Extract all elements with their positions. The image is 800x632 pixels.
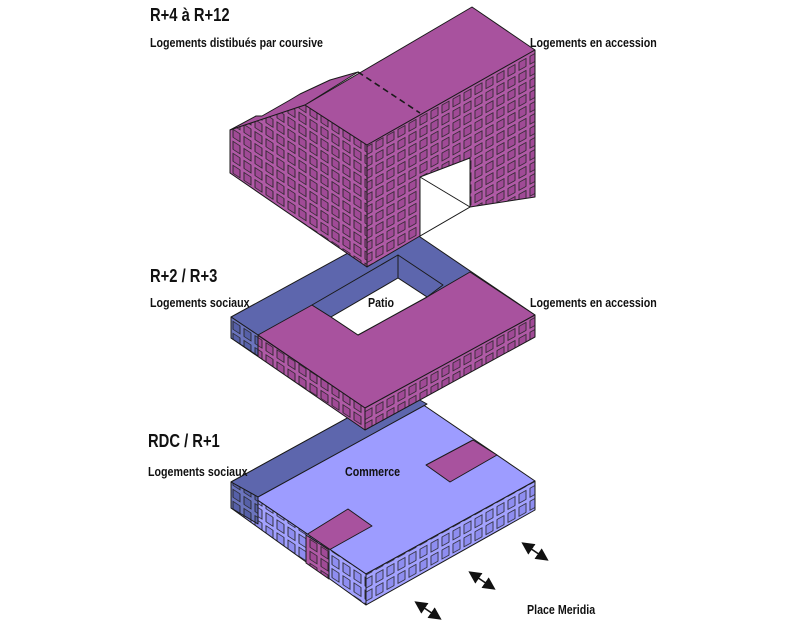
ground-left-face-magenta xyxy=(305,534,330,580)
ground-left-label: Logements sociaux xyxy=(148,464,248,479)
middle-right-face xyxy=(364,314,536,431)
ground-right-face xyxy=(365,480,536,606)
upper-left-label: Logements distibués par coursive xyxy=(150,35,323,50)
upper-right-label: Logements en accession xyxy=(530,35,657,50)
middle-left-face-social xyxy=(230,316,259,357)
upper-level-tower xyxy=(229,6,536,268)
ground-magenta-patch-back xyxy=(425,439,498,483)
middle-level-block xyxy=(230,223,536,431)
ground-level-block xyxy=(230,388,536,606)
commerce-label: Commerce xyxy=(345,464,401,479)
tower-stepped-roof xyxy=(229,71,359,131)
place-meridia-label: Place Meridia xyxy=(527,602,596,617)
tower-opening-edge xyxy=(419,176,471,208)
middle-level-title: R+2 / R+3 xyxy=(150,266,218,286)
middle-left-label: Logements sociaux xyxy=(150,295,250,310)
double-arrow-icon xyxy=(414,601,442,620)
middle-right-label: Logements en accession xyxy=(530,295,657,310)
ground-level-title: RDC / R+1 xyxy=(148,431,220,451)
patio-label: Patio xyxy=(368,295,395,310)
tower-dashed-line xyxy=(357,71,421,114)
access-arrows xyxy=(414,542,549,620)
upper-level-title: R+4 à R+12 xyxy=(150,5,230,25)
patio-opening xyxy=(330,277,428,336)
double-arrow-icon xyxy=(521,542,549,561)
double-arrow-icon xyxy=(468,571,496,590)
ground-left-face-social xyxy=(230,481,259,525)
